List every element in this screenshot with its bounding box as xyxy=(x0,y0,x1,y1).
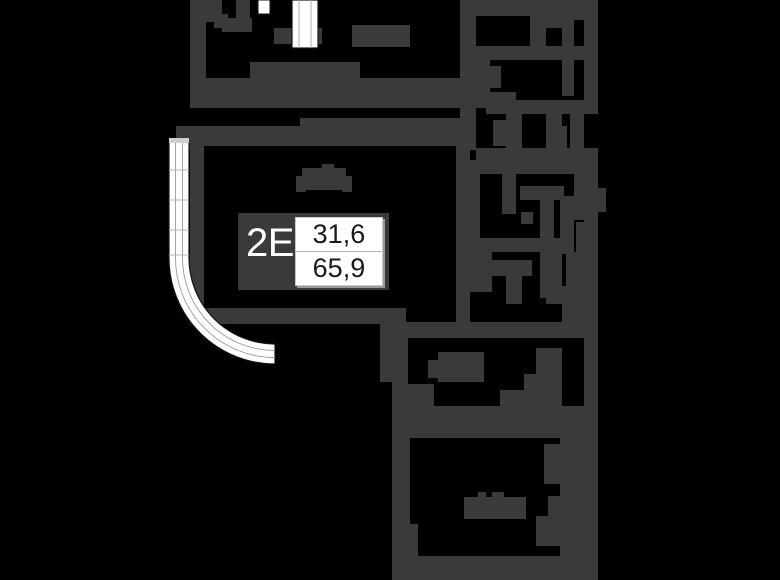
bathtub-icon xyxy=(428,352,484,382)
bed-icon xyxy=(464,492,526,519)
window-top-left xyxy=(291,0,319,49)
apartment-label: 2Е 31,6 65,9 xyxy=(238,213,389,290)
furniture-group xyxy=(214,14,606,519)
kitchen-counter-icon xyxy=(352,25,410,47)
wall-structure xyxy=(176,0,598,580)
sink-icon xyxy=(487,66,501,88)
sofa-icon xyxy=(296,164,352,192)
living-area-value: 31,6 xyxy=(312,219,366,249)
balcony-bay xyxy=(168,138,276,365)
window-upper-left-strip xyxy=(257,0,271,15)
apartment-type-label: 2Е xyxy=(246,221,294,265)
area-box: 31,6 65,9 xyxy=(294,217,383,286)
total-area-value: 65,9 xyxy=(295,251,382,285)
